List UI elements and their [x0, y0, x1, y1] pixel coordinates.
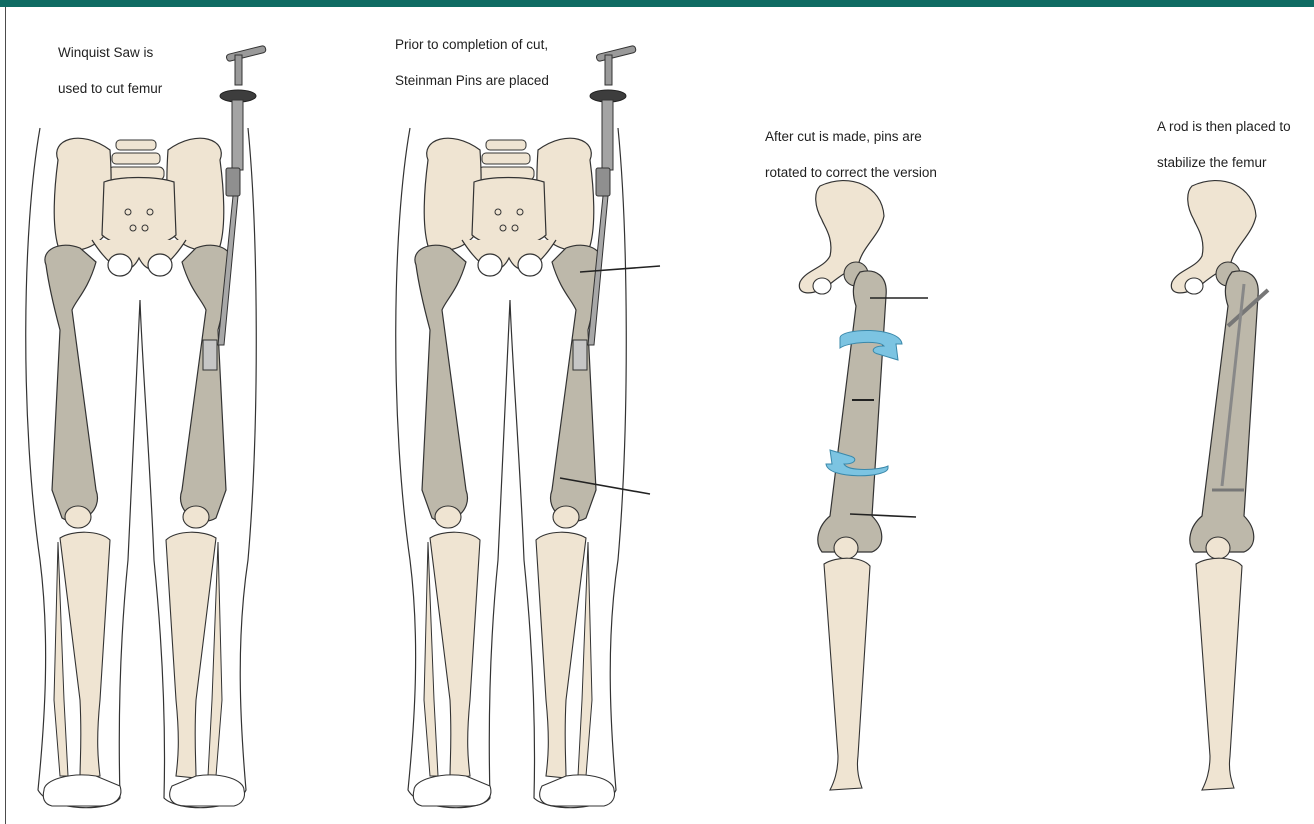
panel-4-femur: [1171, 181, 1268, 790]
panel-3-femur: [799, 181, 928, 790]
panel-1-legs: [26, 45, 267, 807]
panel-2-legs: [396, 45, 660, 807]
